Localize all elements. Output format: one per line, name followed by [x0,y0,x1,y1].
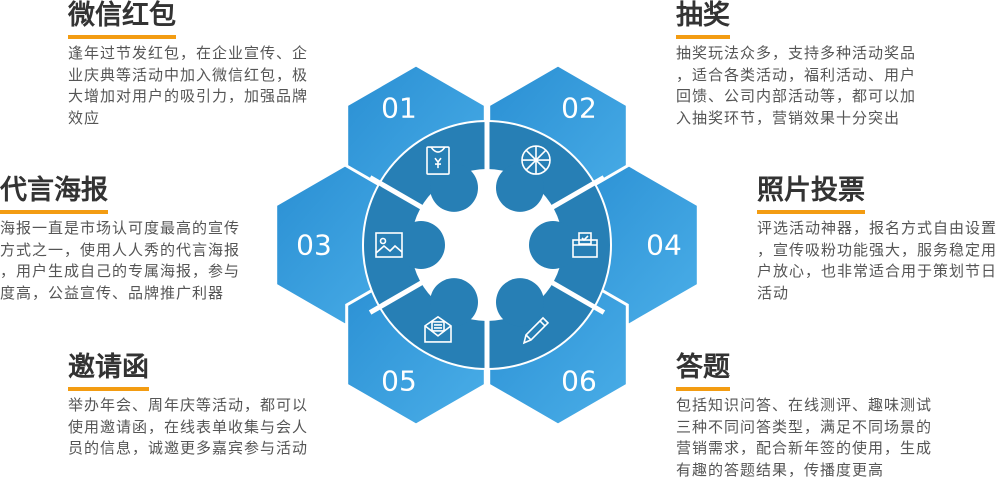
sector-divider [520,262,606,315]
desc-line: 入抽奖环节，营销效果十分突出 [676,108,901,127]
desc-line: 三种不同问答类型，满足不同场景的 [676,417,933,436]
item-description: 抽奖玩法众多，支持多种活动奖品 ，适合各类活动，福利活动、用户 回馈、公司内部活… [676,43,916,129]
sector-divider [520,175,606,228]
desc-line: 效应 [68,108,101,127]
desc-line: ，适合各类活动，福利活动、用户 [676,65,917,84]
sector-bump [496,278,544,327]
hexagon-number: 05 [381,365,417,398]
hexagon-number: 02 [561,92,597,125]
sector-bump [430,163,478,212]
ballot-box-icon [572,232,598,258]
item-description: 评选活动神器，报名方式自由设置 ，宣传吸粉功能强大，服务稳定用 户放心，也非常适… [757,218,997,304]
desc-line: 有趣的答题结果，传播度更高 [676,460,885,479]
hexagon-number: 04 [646,229,682,262]
desc-line: 户放心，也非常适合用于策划节日 [757,262,998,280]
desc-line: 逢年过节发红包，在企业宣传、企 [68,44,309,62]
item-description: 逢年过节发红包，在企业宣传、企 业庆典等活动中加入微信红包，极 大增加对用户的吸… [68,43,308,129]
sector-divider [368,175,454,228]
item-04-text: 照片投票 评选活动神器，报名方式自由设置 ，宣传吸粉功能强大，服务稳定用 户放心… [757,175,997,304]
desc-line: 回馈、公司内部活动等，都可以加 [676,87,917,105]
hexagon-number: 06 [561,365,597,398]
item-05-text: 邀请函 举办年会、周年庆等活动，都可以 使用邀请函，在线表单收集与会人 员的信息… [68,352,308,460]
desc-line: ，宣传吸粉功能强大，服务稳定用 [757,240,998,259]
sector-bump [529,221,577,269]
hexagon-number: 03 [296,229,332,262]
desc-line: 活动 [757,283,790,302]
item-description: 举办年会、周年庆等活动，都可以 使用邀请函，在线表单收集与会人 员的信息，诚邀更… [68,395,308,460]
item-title: 微信红包 [68,0,176,39]
desc-line: 业庆典等活动中加入微信红包，极 [68,65,309,84]
desc-line: 营销需求，配合新年签的使用，生成 [676,439,933,457]
red-envelope-icon [426,146,450,175]
sector-bump [496,163,544,212]
desc-line: 大增加对用户的吸引力，加强品牌 [68,87,309,105]
desc-line: ，用户生成自己的专属海报，参与 [0,262,241,280]
sector-divider [368,262,454,315]
desc-line: 抽奖玩法众多，支持多种活动奖品 [676,44,917,62]
item-02-text: 抽奖 抽奖玩法众多，支持多种活动奖品 ，适合各类活动，福利活动、用户 回馈、公司… [676,0,916,129]
desc-line: 使用邀请函，在线表单收集与会人 [68,417,309,436]
pencil-icon [522,316,550,345]
desc-line: 评选活动神器，报名方式自由设置 [757,219,998,237]
desc-line: 海报一直是市场认可度最高的宣传 [0,219,241,237]
item-01-text: 微信红包 逢年过节发红包，在企业宣传、企 业庆典等活动中加入微信红包，极 大增加… [68,0,308,129]
sector-bump [430,278,478,327]
item-03-text: 代言海报 海报一直是市场认可度最高的宣传 方式之一，使用人人秀的代言海报 ，用户… [0,175,240,304]
desc-line: 举办年会、周年庆等活动，都可以 [68,396,309,414]
image-icon [375,232,403,258]
envelope-icon [424,315,452,343]
desc-line: 度高，公益宣传、品牌推广利器 [0,283,225,302]
hexagon-number: 01 [381,92,417,125]
item-title: 照片投票 [757,175,865,214]
item-title: 抽奖 [676,0,730,39]
desc-line: 员的信息，诚邀更多嘉宾参与活动 [68,439,309,457]
item-description: 包括知识问答、在线测评、趣味测试 三种不同问答类型，满足不同场景的 营销需求，配… [676,395,932,481]
item-title: 邀请函 [68,352,149,391]
desc-line: 包括知识问答、在线测评、趣味测试 [676,396,933,414]
lottery-wheel-icon [521,145,551,175]
item-title: 答题 [676,352,730,391]
item-description: 海报一直是市场认可度最高的宣传 方式之一，使用人人秀的代言海报 ，用户生成自己的… [0,218,240,304]
item-title: 代言海报 [0,175,108,214]
desc-line: 方式之一，使用人人秀的代言海报 [0,240,241,259]
item-06-text: 答题 包括知识问答、在线测评、趣味测试 三种不同问答类型，满足不同场景的 营销需… [676,352,932,481]
sector-bump [397,221,445,269]
